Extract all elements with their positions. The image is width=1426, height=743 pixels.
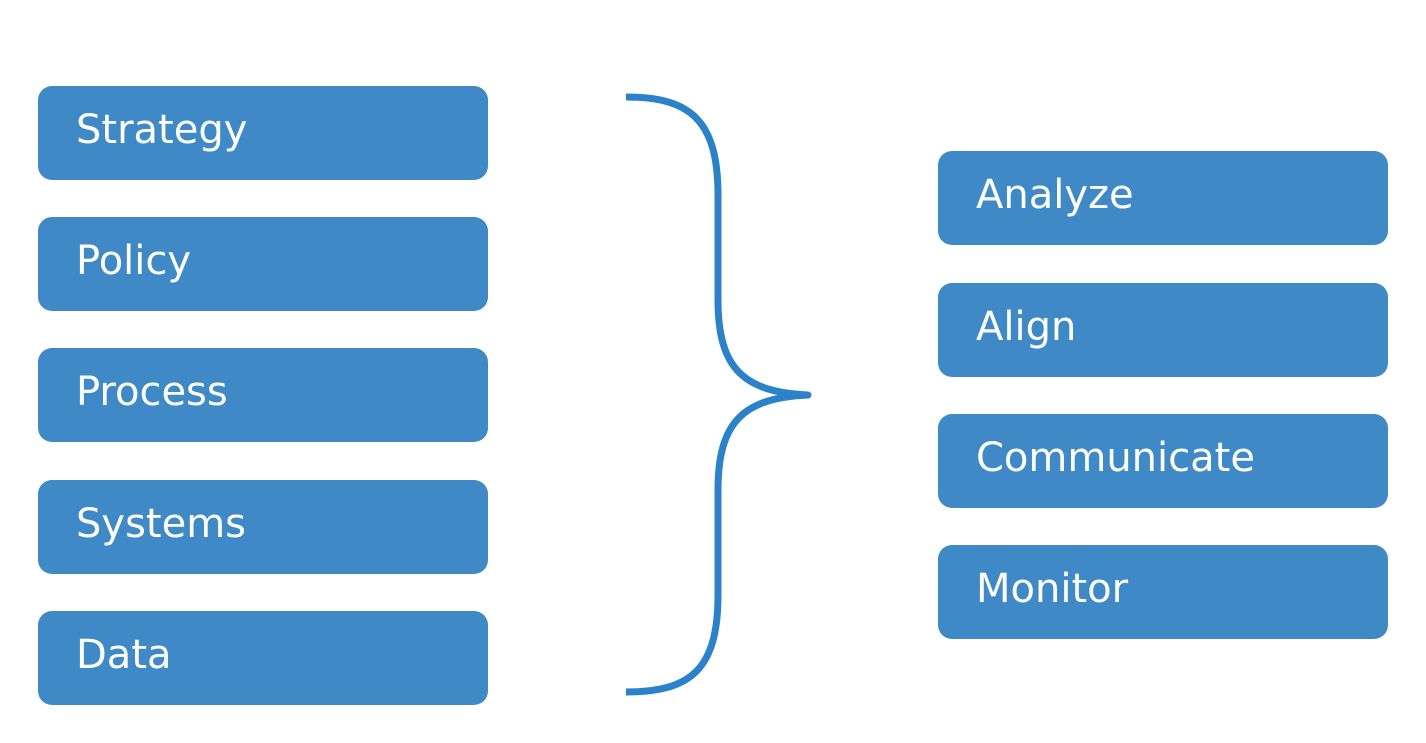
left-box-data: Data xyxy=(38,611,488,705)
left-box-label: Data xyxy=(76,632,172,678)
brace-path xyxy=(625,93,812,696)
left-box-policy: Policy xyxy=(38,217,488,311)
right-box-label: Analyze xyxy=(976,172,1134,218)
right-box-monitor: Monitor xyxy=(938,545,1388,639)
left-box-process: Process xyxy=(38,348,488,442)
left-box-strategy: Strategy xyxy=(38,86,488,180)
right-box-align: Align xyxy=(938,283,1388,377)
right-box-label: Align xyxy=(976,304,1077,350)
right-box-label: Communicate xyxy=(976,435,1255,481)
left-box-label: Process xyxy=(76,369,228,415)
right-box-label: Monitor xyxy=(976,566,1129,612)
left-box-systems: Systems xyxy=(38,480,488,574)
right-box-communicate: Communicate xyxy=(938,414,1388,508)
left-box-label: Systems xyxy=(76,501,246,547)
right-box-analyze: Analyze xyxy=(938,151,1388,245)
left-box-label: Policy xyxy=(76,238,192,284)
left-box-label: Strategy xyxy=(76,107,248,153)
